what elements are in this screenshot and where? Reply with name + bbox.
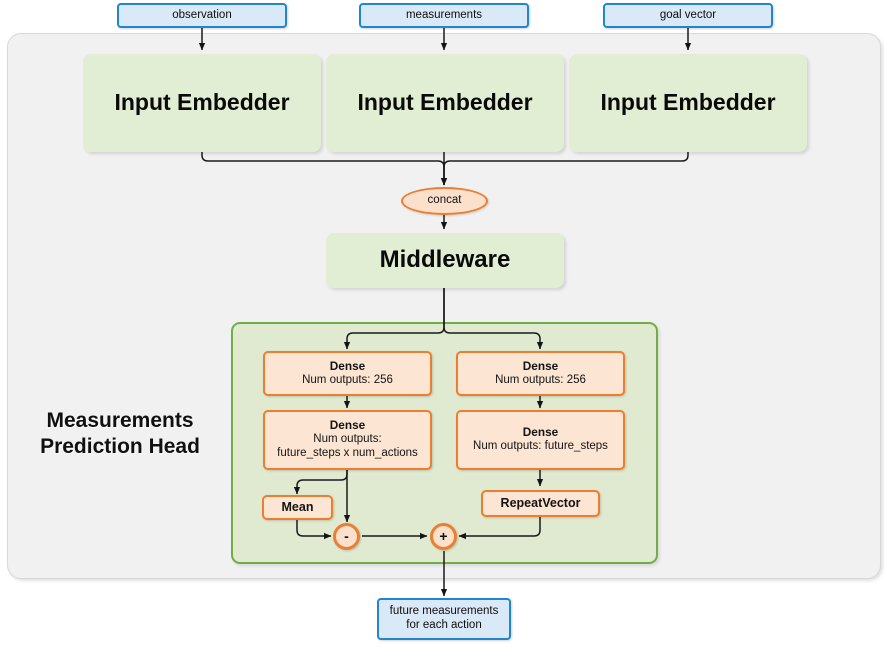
input-embedder-goal-vector[interactable]: Input Embedder [569, 54, 807, 152]
right-dense-2-subtitle: Num outputs: future_steps [473, 440, 608, 453]
left-dense-1-title: Dense [329, 358, 366, 373]
add-operator[interactable]: + [430, 523, 457, 550]
concat-node[interactable]: concat [401, 187, 488, 215]
input-box-measurements[interactable]: measurements [359, 3, 529, 28]
repeatvector-block[interactable]: RepeatVector [481, 490, 600, 517]
head-title-line2: Prediction Head [40, 435, 200, 459]
left-dense-2-subtitle-line1: Num outputs: [313, 433, 382, 446]
left-dense-1[interactable]: Dense Num outputs: 256 [263, 351, 432, 396]
left-dense-1-subtitle: Num outputs: 256 [302, 373, 393, 386]
left-dense-2-title: Dense [329, 418, 366, 433]
left-dense-2[interactable]: Dense Num outputs: future_steps x num_ac… [263, 410, 432, 470]
subtract-operator[interactable]: - [333, 523, 360, 550]
output-line1: future measurements [389, 605, 499, 618]
right-dense-1[interactable]: Dense Num outputs: 256 [456, 351, 625, 396]
mean-block[interactable]: Mean [262, 495, 333, 520]
output-line2: for each action [406, 619, 482, 631]
input-embedder-measurements[interactable]: Input Embedder [326, 54, 564, 152]
left-dense-2-subtitle-line2: future_steps x num_actions [277, 446, 418, 459]
right-dense-1-title: Dense [522, 358, 559, 373]
right-dense-2-title: Dense [522, 425, 559, 440]
head-title-line1: Measurements [46, 409, 194, 432]
head-title: Measurements Prediction Head [16, 408, 224, 461]
input-box-goal-vector[interactable]: goal vector [603, 3, 773, 28]
output-box-future-measurements[interactable]: future measurements for each action [377, 598, 511, 640]
middleware-block[interactable]: Middleware [326, 233, 564, 288]
input-embedder-observation[interactable]: Input Embedder [83, 54, 321, 152]
input-box-observation[interactable]: observation [117, 3, 287, 28]
right-dense-2[interactable]: Dense Num outputs: future_steps [456, 410, 625, 470]
right-dense-1-subtitle: Num outputs: 256 [495, 373, 586, 386]
